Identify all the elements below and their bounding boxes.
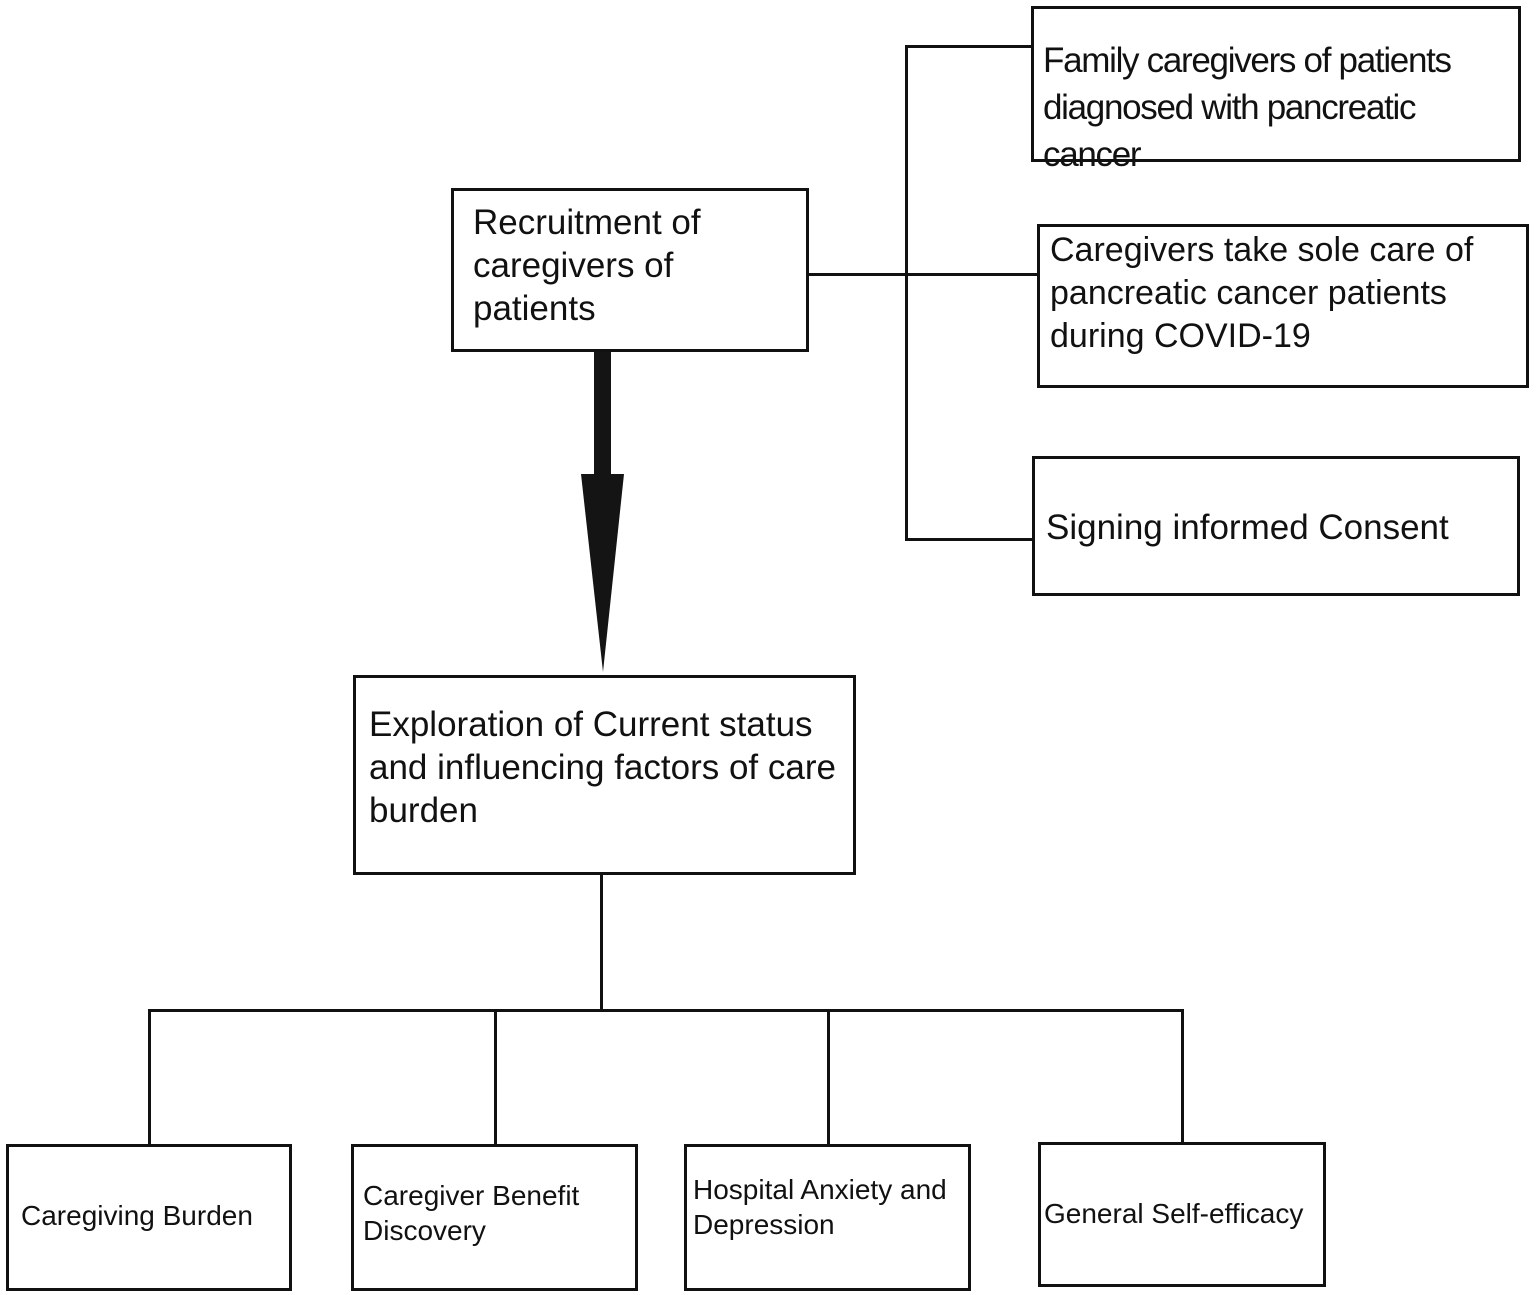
measure-anxiety-line-2: Depression bbox=[693, 1209, 835, 1240]
criteria-sole-line-3: during COVID-19 bbox=[1050, 317, 1311, 355]
connector-to-family bbox=[905, 45, 1033, 48]
measure-anxiety-line-1: Hospital Anxiety and bbox=[693, 1174, 947, 1205]
measure-benefit-line-2: Discovery bbox=[363, 1215, 486, 1246]
criteria-sole-line-2: pancreatic cancer patients bbox=[1050, 274, 1447, 312]
measure-benefit-discovery-box: Caregiver Benefit Discovery bbox=[351, 1144, 638, 1291]
criteria-consent-text: Signing informed Consent bbox=[1046, 508, 1449, 547]
connector-recruit-to-spine bbox=[809, 273, 908, 276]
criteria-consent-box: Signing informed Consent bbox=[1032, 456, 1520, 596]
measure-caregiving-burden-box: Caregiving Burden bbox=[6, 1144, 292, 1291]
flow-arrow-down bbox=[581, 352, 624, 672]
measure-efficacy-text: General Self-efficacy bbox=[1044, 1198, 1304, 1229]
exploration-line-1: Exploration of Current status bbox=[369, 705, 813, 744]
flow-arrow-shape bbox=[581, 352, 624, 672]
connector-to-sole-care bbox=[905, 273, 1039, 276]
connector-to-consent bbox=[905, 538, 1034, 541]
recruitment-line-3: patients bbox=[473, 289, 596, 328]
recruitment-line-1: Recruitment of bbox=[473, 203, 701, 242]
connector-criteria-spine bbox=[905, 45, 908, 541]
exploration-line-2: and influencing factors of care bbox=[369, 748, 836, 787]
connector-to-burden bbox=[148, 1009, 151, 1144]
connector-to-benefit bbox=[494, 1009, 497, 1144]
connector-measures-bus bbox=[148, 1009, 1184, 1012]
connector-explore-down bbox=[600, 875, 603, 1012]
exploration-box: Exploration of Current status and influe… bbox=[353, 675, 856, 875]
criteria-sole-line-1: Caregivers take sole care of bbox=[1050, 231, 1474, 269]
criteria-family-line-2: diagnosed with pancreatic cancer bbox=[1043, 88, 1417, 174]
measure-self-efficacy-box: General Self-efficacy bbox=[1038, 1142, 1326, 1287]
measure-burden-text: Caregiving Burden bbox=[21, 1200, 253, 1231]
criteria-family-line-1: Family caregivers of patients bbox=[1043, 41, 1452, 80]
recruitment-line-2: caregivers of bbox=[473, 246, 674, 285]
criteria-family-box: Family caregivers of patients diagnosed … bbox=[1031, 6, 1521, 174]
measure-benefit-line-1: Caregiver Benefit bbox=[363, 1180, 580, 1211]
measure-anxiety-depression-box: Hospital Anxiety and Depression bbox=[684, 1144, 971, 1291]
criteria-sole-care-box: Caregivers take sole care of pancreatic … bbox=[1037, 224, 1529, 388]
connector-to-anxiety bbox=[827, 1009, 830, 1144]
exploration-line-3: burden bbox=[369, 791, 478, 830]
recruitment-box: Recruitment of caregivers of patients bbox=[451, 188, 809, 352]
connector-to-efficacy bbox=[1181, 1009, 1184, 1142]
